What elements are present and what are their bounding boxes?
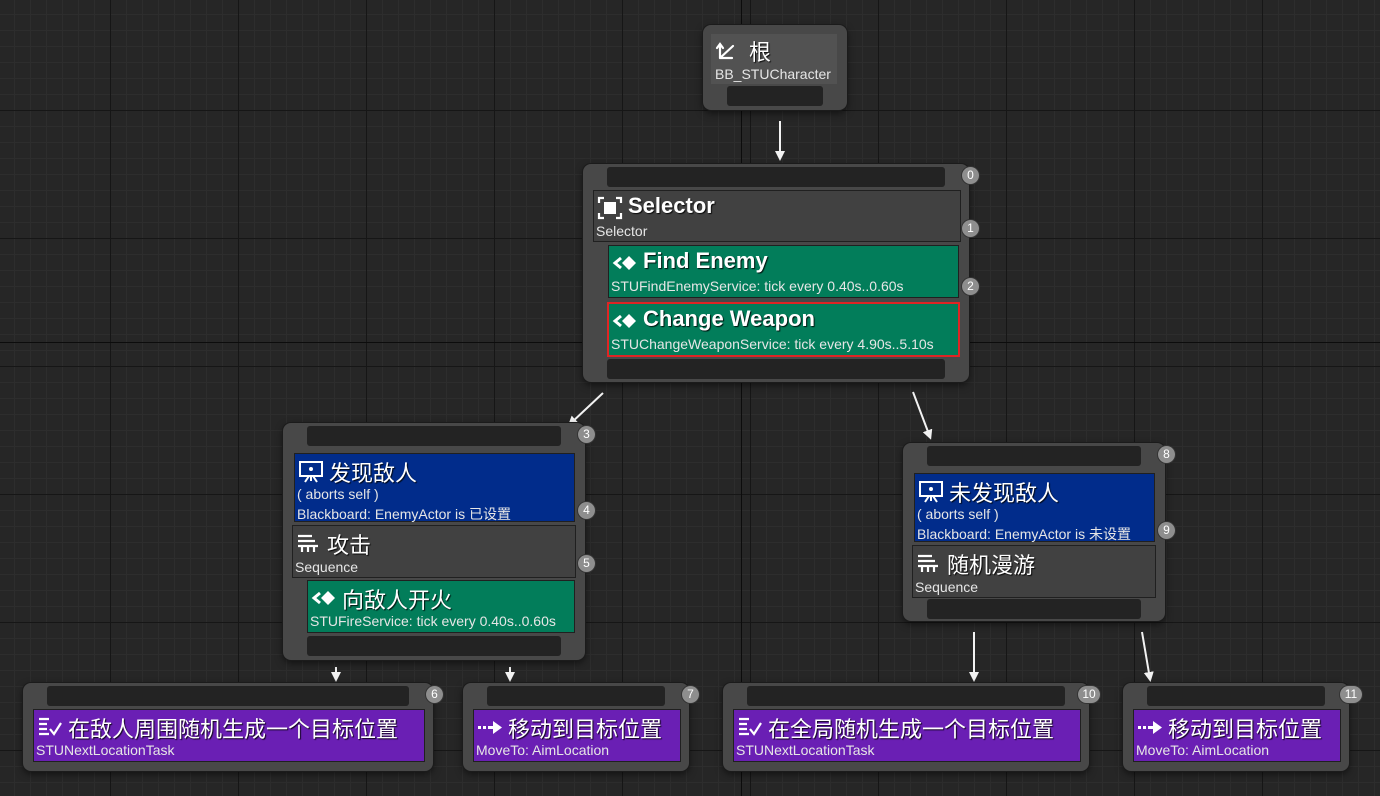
blackboard-icon [299,461,323,483]
move-arrow-icon [478,721,502,734]
edge-selector-attack [567,392,604,427]
selector-title: Selector [628,193,715,218]
task-7-input-pin[interactable] [487,686,665,706]
service-icon [612,256,636,270]
composite-attack-index: 5 [578,555,595,572]
task-6-card[interactable]: 在敌人周围随机生成一个目标位置 STUNextLocationTask [33,709,425,762]
task-6-index: 6 [426,686,443,703]
attack-input-pin[interactable] [307,426,561,446]
selector-icon [597,196,623,220]
decorator-enemy-not-found-condition: Blackboard: EnemyActor is 未设置 [917,526,1131,542]
wander-output-pin[interactable] [927,599,1141,619]
list-check-icon [739,717,762,736]
service-fire-title: 向敌人开火 [342,588,453,613]
service-icon [311,591,335,605]
task-11-index: 11 [1340,686,1362,703]
decorator-enemy-not-found-index: 9 [1158,522,1175,539]
attack-branch-node[interactable]: 发现敌人 ( aborts self ) Blackboard: EnemyAc… [283,423,585,660]
root-node[interactable]: 根 BB_STUCharacter [703,25,847,110]
composite-wander[interactable]: 随机漫游 Sequence [912,545,1156,598]
task-node-6[interactable]: 在敌人周围随机生成一个目标位置 STUNextLocationTask [23,683,433,771]
composite-attack-subtitle: Sequence [295,559,359,575]
edge-wander-task11 [1141,631,1154,682]
service-fire[interactable]: 向敌人开火 STUFireService: tick every 0.40s..… [307,580,575,633]
task-10-input-pin[interactable] [747,686,1065,706]
task-7-title: 移动到目标位置 [508,717,663,742]
service-fire-subtitle: STUFireService: tick every 0.40s..0.60s [310,613,556,629]
selector-node[interactable]: Selector Selector Find Enemy STUFindEnem… [583,164,969,382]
move-arrow-icon [1138,721,1162,734]
task-6-subtitle: STUNextLocationTask [36,742,175,758]
composite-wander-title: 随机漫游 [947,553,1036,578]
root-output-pin[interactable] [727,86,823,106]
decorator-enemy-found[interactable]: 发现敌人 ( aborts self ) Blackboard: EnemyAc… [294,453,575,522]
decorator-enemy-found-condition: Blackboard: EnemyActor is 已设置 [297,506,511,522]
decorator-enemy-not-found-aborts: ( aborts self ) [917,506,999,522]
selector-output-pin[interactable] [607,359,945,379]
sequence-icon [298,534,318,552]
sequence-icon [918,554,938,572]
wander-input-pin[interactable] [927,446,1141,466]
wander-branch-node[interactable]: 未发现敌人 ( aborts self ) Blackboard: EnemyA… [903,443,1165,621]
decorator-enemy-not-found[interactable]: 未发现敌人 ( aborts self ) Blackboard: EnemyA… [914,473,1155,542]
composite-attack-title: 攻击 [327,533,372,558]
edge-selector-wander [912,391,933,440]
decorator-enemy-not-found-title: 未发现敌人 [949,481,1060,506]
task-7-index: 7 [682,686,699,703]
service-find-enemy-subtitle: STUFindEnemyService: tick every 0.40s..0… [611,278,904,294]
root-blackboard: BB_STUCharacter [715,66,831,82]
service-icon [612,314,636,328]
selector-card[interactable]: Selector Selector [593,190,961,242]
task-11-subtitle: MoveTo: AimLocation [1136,742,1270,758]
task-10-subtitle: STUNextLocationTask [736,742,875,758]
task-node-10[interactable]: 在全局随机生成一个目标位置 STUNextLocationTask [723,683,1089,771]
service-change-weapon-subtitle: STUChangeWeaponService: tick every 4.90s… [611,336,934,352]
branch-icon [715,42,735,60]
decorator-enemy-found-title: 发现敌人 [329,461,418,486]
task-7-card[interactable]: 移动到目标位置 MoveTo: AimLocation [473,709,681,762]
task-6-input-pin[interactable] [47,686,409,706]
composite-wander-subtitle: Sequence [915,579,979,595]
root-title: 根 [749,40,772,65]
task-6-title: 在敌人周围随机生成一个目标位置 [68,717,399,742]
list-check-icon [39,717,62,736]
selector-subtitle: Selector [596,223,648,239]
composite-attack[interactable]: 攻击 Sequence [292,525,576,578]
task-10-card[interactable]: 在全局随机生成一个目标位置 STUNextLocationTask [733,709,1081,762]
service-find-enemy-title: Find Enemy [643,248,768,273]
task-7-subtitle: MoveTo: AimLocation [476,742,610,758]
root-card: 根 BB_STUCharacter [711,34,837,84]
selector-comp-index: 1 [962,220,979,237]
task-node-7[interactable]: 移动到目标位置 MoveTo: AimLocation [463,683,689,771]
task-10-title: 在全局随机生成一个目标位置 [768,717,1055,742]
task-11-card[interactable]: 移动到目标位置 MoveTo: AimLocation [1133,709,1341,762]
service-find-enemy[interactable]: Find Enemy STUFindEnemyService: tick eve… [608,245,959,298]
attack-output-pin[interactable] [307,636,561,656]
task-10-index: 10 [1078,686,1100,703]
service-change-weapon[interactable]: Change Weapon STUChangeWeaponService: ti… [607,302,960,357]
service-find-enemy-index: 2 [962,278,979,295]
decorator-enemy-found-aborts: ( aborts self ) [297,486,379,502]
service-change-weapon-title: Change Weapon [643,306,815,331]
blackboard-icon [919,481,943,503]
selector-input-pin[interactable] [607,167,945,187]
wander-node-index: 8 [1158,446,1175,463]
grid-axis-vertical [741,0,742,796]
task-11-title: 移动到目标位置 [1168,717,1323,742]
attack-node-index: 3 [578,426,595,443]
selector-node-index: 0 [962,167,979,184]
task-11-input-pin[interactable] [1147,686,1325,706]
decorator-enemy-found-index: 4 [578,502,595,519]
task-node-11[interactable]: 移动到目标位置 MoveTo: AimLocation [1123,683,1349,771]
